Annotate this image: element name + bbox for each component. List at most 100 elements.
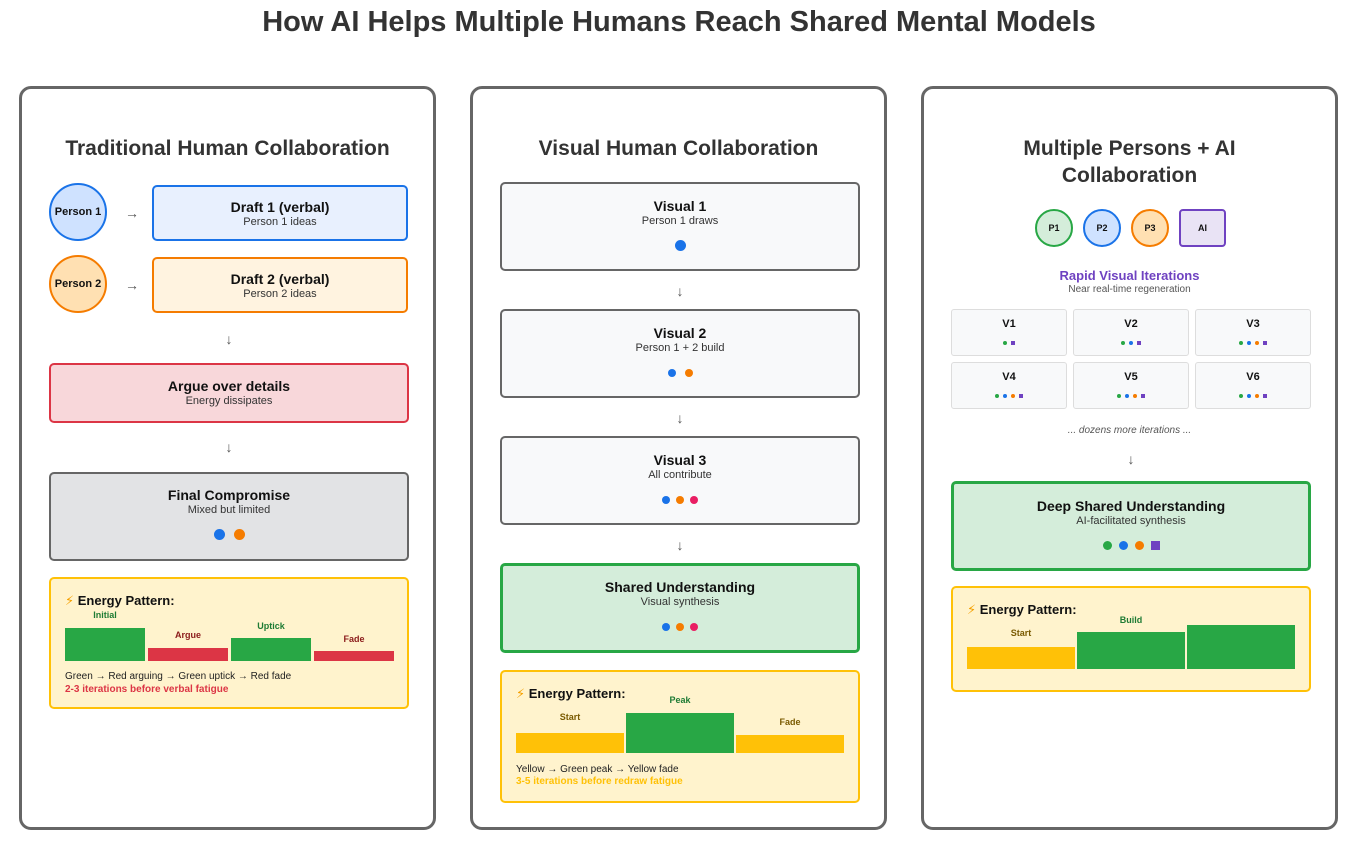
energy-segment-label: Start	[1010, 628, 1032, 638]
contributor-dots	[502, 240, 858, 251]
p3-dot	[1134, 541, 1144, 550]
energy-title-text: Energy Pattern:	[528, 686, 626, 701]
box-title: Visual 3	[653, 452, 707, 468]
avatar-ai: AI	[1179, 209, 1226, 247]
shared-understanding-box: Shared Understanding Visual synthesis	[500, 563, 860, 653]
energy-pattern-box: ⚡ Energy Pattern: Initial Argue Uptick F…	[49, 577, 409, 709]
p1-dot	[1239, 341, 1243, 345]
iteration-card: V2	[1073, 309, 1189, 356]
panel-title: Visual Human Collaboration	[538, 137, 819, 160]
energy-title: ⚡ Energy Pattern:	[967, 602, 1077, 618]
box-subtitle: Person 1 + 2 build	[635, 342, 725, 354]
arrow-right-icon: →	[125, 277, 139, 293]
ai-dot	[1263, 394, 1267, 398]
energy-segment-label: Initial	[93, 610, 117, 620]
energy-title: ⚡ Energy Pattern:	[516, 686, 626, 702]
box-subtitle: All contribute	[648, 469, 712, 481]
visual-2-box: Visual 2 Person 1 + 2 build	[500, 309, 860, 398]
person-1-dot	[662, 623, 670, 631]
lightning-icon: ⚡	[967, 602, 977, 617]
person-3-dot	[690, 496, 698, 504]
p2-dot	[1003, 394, 1007, 398]
box-subtitle: Energy dissipates	[185, 395, 273, 407]
arrow-down-icon: ↓	[225, 439, 233, 455]
rapid-iterations-subtitle: Near real-time regeneration	[1068, 284, 1191, 295]
energy-segment	[736, 735, 844, 753]
argue-box: Argue over details Energy dissipates	[49, 363, 409, 423]
final-compromise-box: Final Compromise Mixed but limited	[49, 472, 409, 561]
p1-dot	[1117, 394, 1121, 398]
visual-3-box: Visual 3 All contribute	[500, 436, 860, 525]
box-subtitle: Person 1 draws	[641, 215, 719, 227]
contributor-dots	[502, 369, 858, 377]
arrow-down-icon: ↓	[1127, 451, 1135, 467]
energy-segment	[626, 713, 734, 753]
box-title: Argue over details	[167, 378, 291, 394]
energy-segment-label: Argue	[174, 630, 201, 640]
p1-dot	[1121, 341, 1125, 345]
energy-note: 2-3 iterations before verbal fatigue	[65, 684, 229, 695]
energy-segment-label: Peak	[669, 695, 691, 705]
more-iterations-text: ... dozens more iterations ...	[1067, 425, 1192, 436]
visual-1-box: Visual 1 Person 1 draws	[500, 182, 860, 271]
ai-dot	[1011, 341, 1015, 345]
box-title: Final Compromise	[167, 487, 291, 503]
p2-dot	[1247, 394, 1251, 398]
arrow-right-icon: →	[125, 205, 139, 221]
p2-dot	[1247, 341, 1251, 345]
energy-segment	[65, 628, 145, 661]
energy-title-text: Energy Pattern:	[77, 593, 175, 608]
iteration-dots	[1196, 341, 1310, 345]
box-subtitle: Visual synthesis	[640, 596, 720, 608]
iteration-dots	[952, 341, 1066, 345]
person-1-dot	[213, 529, 225, 540]
iteration-label: V1	[1002, 318, 1016, 330]
person-2-dot	[676, 623, 684, 631]
energy-note: 3-5 iterations before redraw fatigue	[516, 776, 683, 787]
arrow-down-icon: ↓	[225, 331, 233, 347]
iteration-card: V4	[951, 362, 1067, 409]
iteration-card: V1	[951, 309, 1067, 356]
draft-2-box: Draft 2 (verbal) Person 2 ideas	[152, 257, 408, 313]
iteration-card: V6	[1195, 362, 1311, 409]
ai-dot	[1141, 394, 1145, 398]
iteration-label: V4	[1002, 371, 1016, 383]
p3-dot	[1133, 394, 1137, 398]
person-1-dot	[674, 240, 686, 251]
iteration-label: V6	[1246, 371, 1260, 383]
box-title: Draft 1 (verbal)	[230, 199, 330, 215]
energy-description: Green → Red arguing → Green uptick → Red…	[65, 671, 292, 682]
p1-dot	[1102, 541, 1112, 550]
energy-segment-label: Fade	[343, 634, 365, 644]
box-subtitle: AI-facilitated synthesis	[1076, 515, 1186, 527]
contributor-dots	[502, 496, 858, 504]
panel-title: Multiple Persons + AI Collaboration	[1023, 137, 1236, 187]
iteration-dots	[1196, 394, 1310, 398]
ai-dot	[1137, 341, 1141, 345]
box-title: Deep Shared Understanding	[1036, 498, 1226, 514]
p3-dot	[1011, 394, 1015, 398]
box-title: Visual 2	[653, 325, 707, 341]
iteration-dots	[952, 394, 1066, 398]
energy-title-text: Energy Pattern:	[979, 602, 1077, 617]
energy-segment	[231, 638, 311, 661]
deep-understanding-box: Deep Shared Understanding AI-facilitated…	[951, 481, 1311, 571]
energy-segment	[148, 648, 228, 661]
contributor-dots	[503, 623, 857, 631]
person-1-dot	[662, 496, 670, 504]
avatar-p1: P1	[1035, 209, 1073, 247]
energy-pattern-box: ⚡ Energy Pattern: Start Build	[951, 586, 1311, 692]
energy-segment-label: Uptick	[257, 621, 285, 631]
panel-traditional: Traditional Human Collaboration Person 1…	[19, 86, 436, 830]
energy-segment	[314, 651, 394, 661]
panel-title: Traditional Human Collaboration	[65, 137, 390, 160]
p2-dot	[1118, 541, 1128, 550]
p1-dot	[995, 394, 999, 398]
box-subtitle: Person 2 ideas	[243, 288, 317, 300]
iteration-dots	[1074, 341, 1188, 345]
energy-segment-label: Build	[1119, 615, 1143, 625]
ai-dot	[1150, 541, 1160, 550]
person-2-dot	[233, 529, 245, 540]
energy-segment	[967, 647, 1075, 669]
iteration-label: V5	[1124, 371, 1138, 383]
